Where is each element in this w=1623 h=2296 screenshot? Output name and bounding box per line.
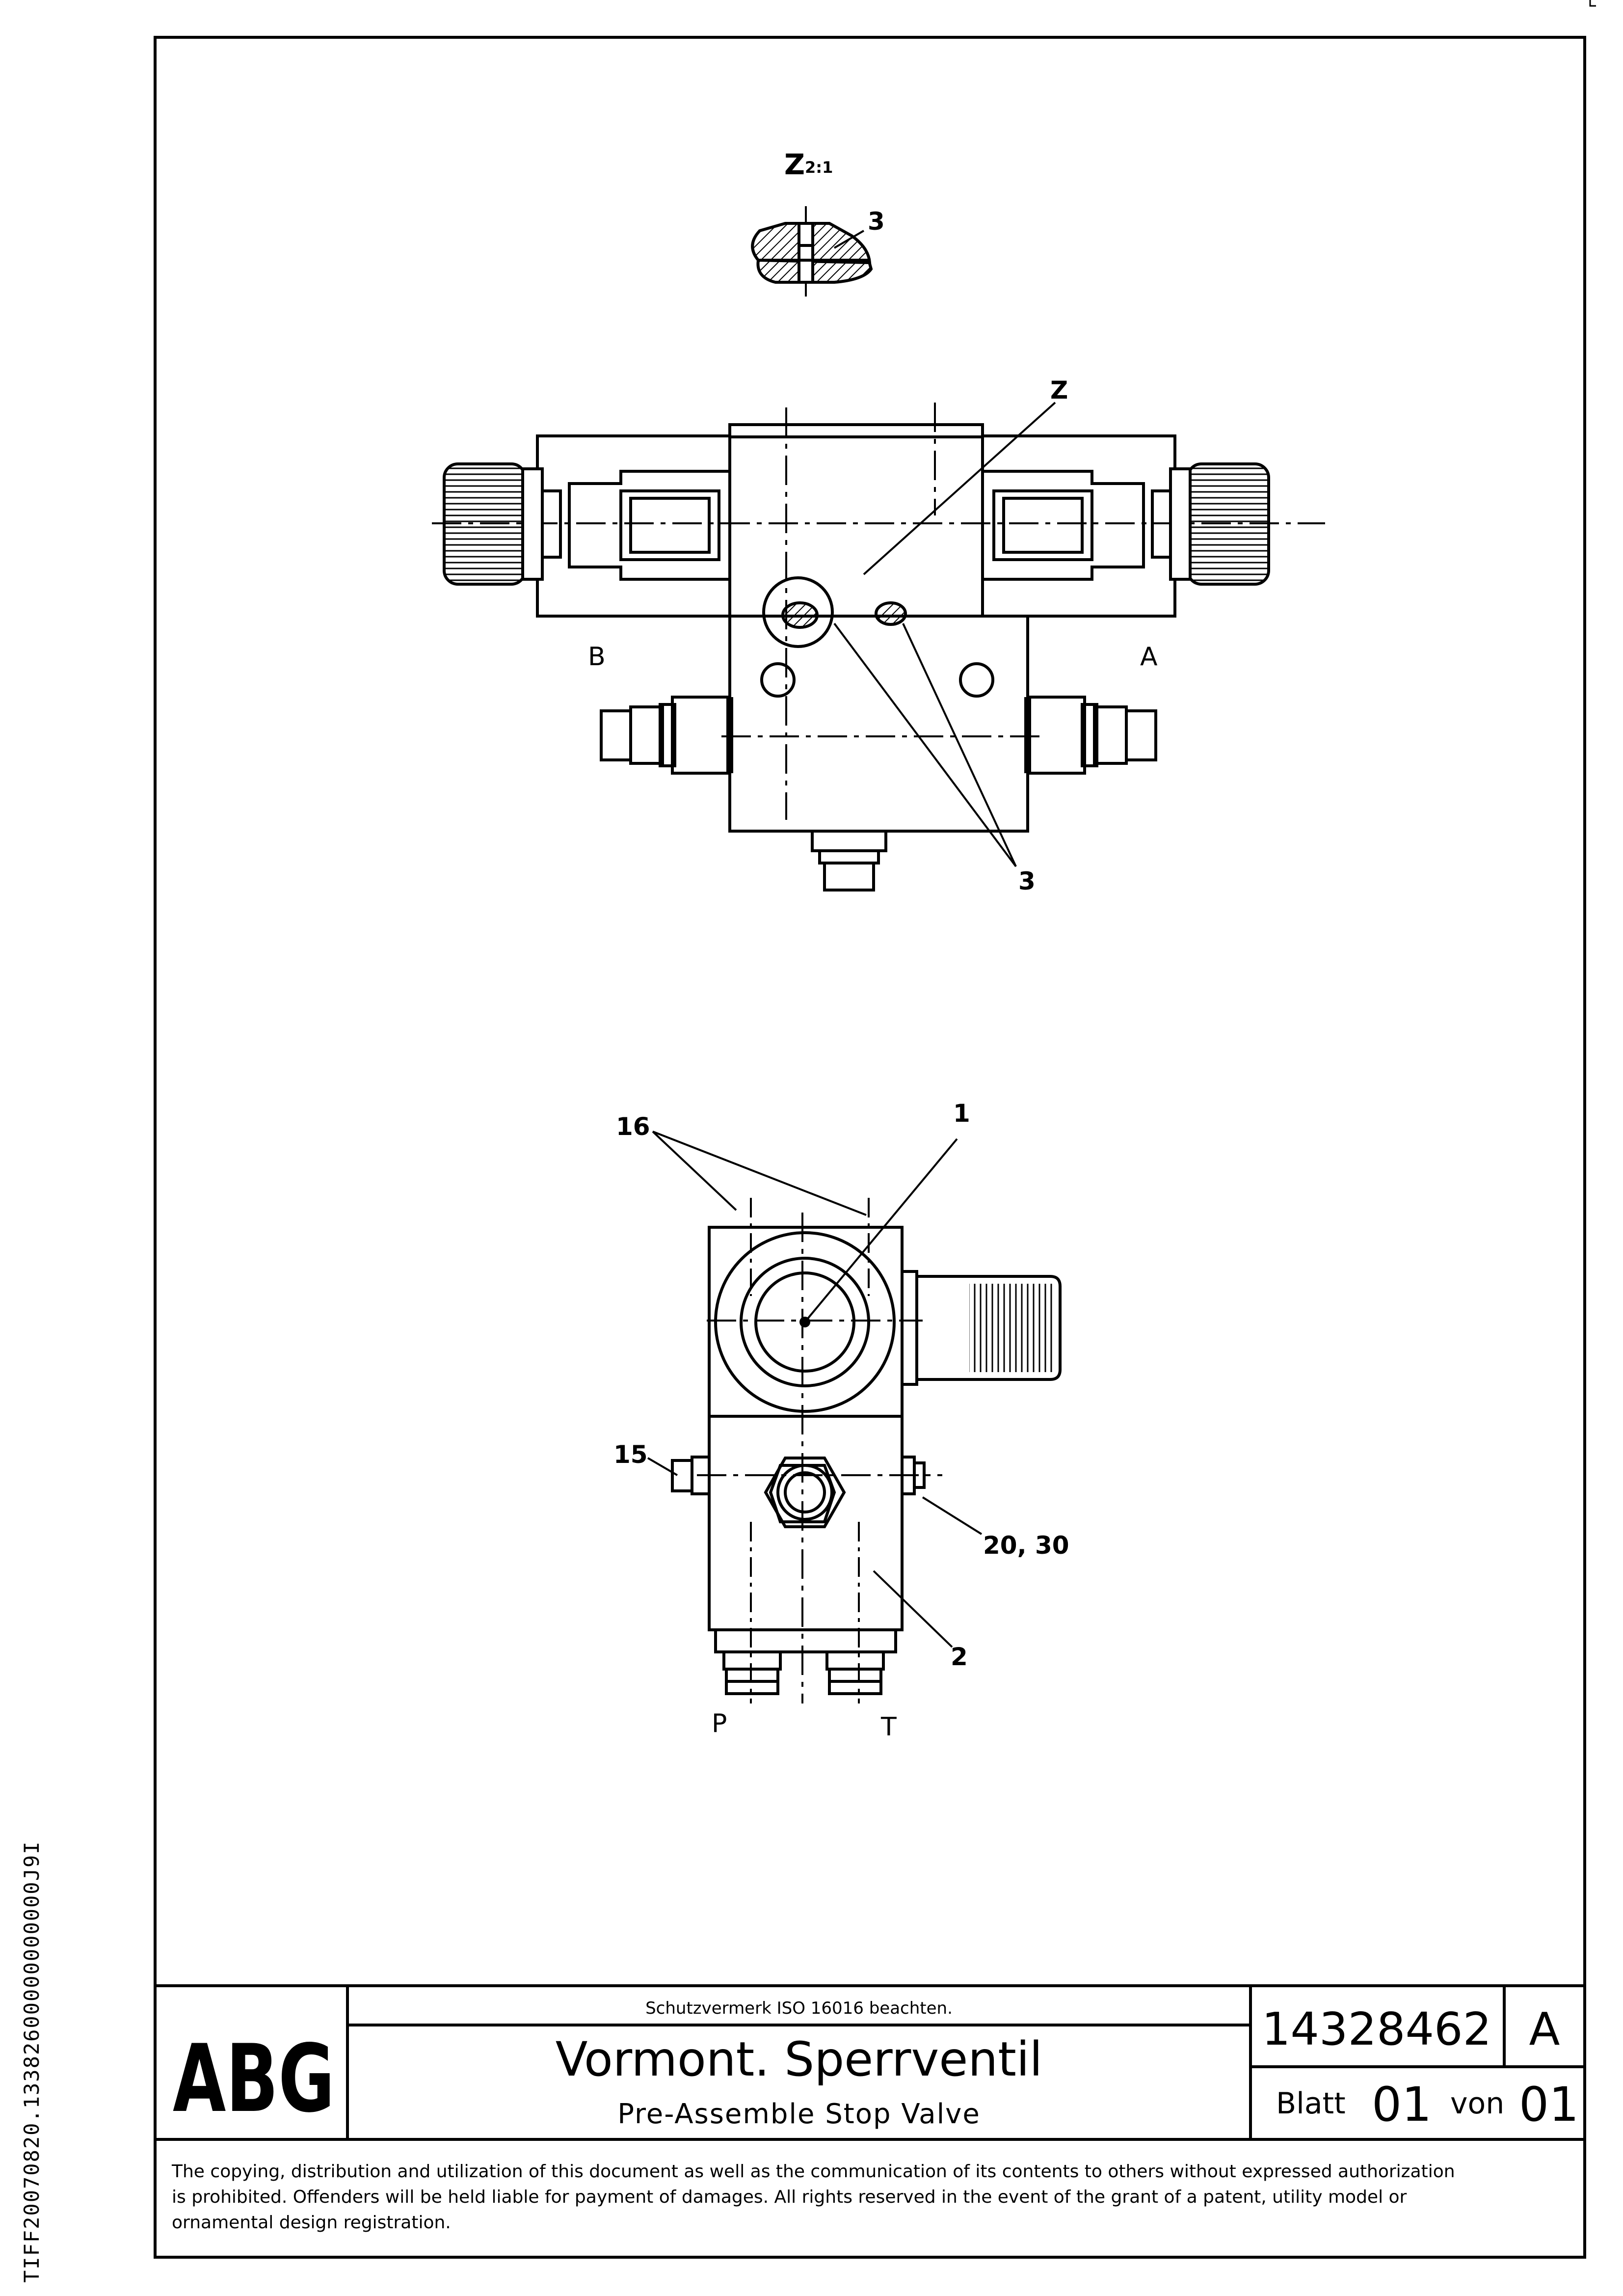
drawing-title-en: Pre-Assemble Stop Valve bbox=[617, 2098, 981, 2130]
port-label-a: A bbox=[1140, 642, 1158, 672]
title-block bbox=[155, 1984, 1585, 2141]
port-label-t: T bbox=[880, 1712, 897, 1742]
sheet-total: 01 bbox=[1519, 2077, 1579, 2132]
copyright-note: The copying, distribution and utilizatio… bbox=[171, 2161, 1455, 2233]
callout-detail-z: Z bbox=[1050, 376, 1068, 405]
callout-labels: 3 Z B A 3 16 1 15 20, 30 2 P T bbox=[588, 207, 1158, 1742]
callout-3: 3 bbox=[1018, 867, 1036, 895]
protection-note: Schutzvermerk ISO 16016 beachten. bbox=[645, 1999, 953, 2018]
sheet-border bbox=[154, 36, 1586, 2259]
detail-title: Z 2:1 bbox=[784, 148, 833, 181]
drawing-title-de: Vormont. Sperrventil bbox=[556, 2032, 1042, 2087]
copyright-line-1: The copying, distribution and utilizatio… bbox=[171, 2161, 1455, 2182]
side-document-code-text: TIFF20070820.13382600000000000J9I bbox=[20, 1840, 44, 2283]
sheet-number: 01 bbox=[1372, 2077, 1432, 2132]
callout-3-detail: 3 bbox=[868, 207, 885, 236]
detail-z-view bbox=[751, 206, 873, 299]
company-logo: ABG bbox=[173, 2025, 335, 2133]
callout-2: 2 bbox=[951, 1643, 968, 1671]
detail-z-scale: 2:1 bbox=[805, 158, 833, 177]
stop-valve-front-view bbox=[647, 1131, 1062, 1703]
port-label-b: B bbox=[588, 642, 606, 672]
detail-z-title: Z bbox=[784, 148, 805, 181]
sheet-label: Blatt bbox=[1276, 2086, 1346, 2121]
callout-15: 15 bbox=[613, 1440, 648, 1469]
of-label: von bbox=[1450, 2086, 1504, 2121]
solenoid-valve-top-view bbox=[432, 402, 1325, 891]
side-document-code: TIFF20070820.13382600000000000J9I bbox=[0, 1782, 44, 2293]
corner-mark bbox=[1589, 0, 1596, 7]
revision: A bbox=[1529, 2003, 1560, 2055]
port-label-p: P bbox=[712, 1709, 727, 1738]
callout-16: 16 bbox=[616, 1112, 650, 1141]
callout-1: 1 bbox=[953, 1099, 970, 1128]
callout-20-30: 20, 30 bbox=[983, 1531, 1069, 1560]
drawing-number: 14328462 bbox=[1262, 2003, 1491, 2055]
copyright-line-3: ornamental design registration. bbox=[172, 2213, 451, 2233]
copyright-line-2: is prohibited. Offenders will be held li… bbox=[172, 2187, 1407, 2207]
